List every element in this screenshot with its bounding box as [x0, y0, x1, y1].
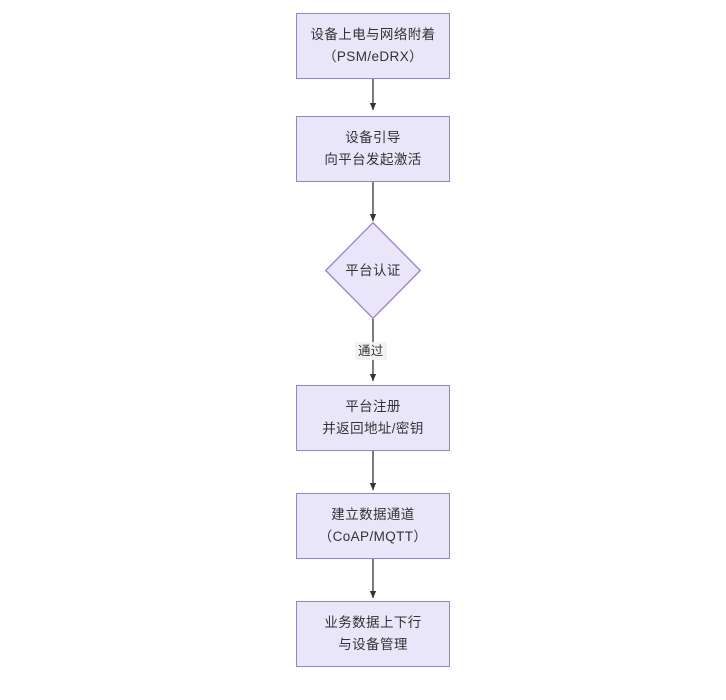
node-platform-registration[interactable]: 平台注册 并返回地址/密钥 — [296, 385, 450, 451]
edge-label-pass: 通过 — [355, 342, 387, 360]
node-label-line1: 设备引导 — [345, 130, 401, 145]
node-business-data-and-device-management[interactable]: 业务数据上下行 与设备管理 — [296, 601, 450, 667]
node-device-power-on[interactable]: 设备上电与网络附着 （PSM/eDRX） — [296, 13, 450, 79]
node-label-line1: 建立数据通道 — [331, 507, 415, 522]
edge-label-text: 通过 — [358, 344, 384, 358]
node-label-line1: 平台认证 — [345, 262, 401, 278]
node-label-line1: 设备上电与网络附着 — [310, 27, 436, 42]
node-device-bootstrap[interactable]: 设备引导 向平台发起激活 — [296, 116, 450, 182]
node-label-line2: 向平台发起激活 — [324, 152, 422, 167]
node-platform-authentication[interactable]: 平台认证 — [325, 222, 421, 319]
node-label-line2: （PSM/eDRX） — [322, 49, 424, 64]
node-label-line1: 业务数据上下行 — [324, 615, 422, 630]
node-label-line2: （CoAP/MQTT） — [318, 529, 428, 544]
node-label-line1: 平台注册 — [345, 399, 401, 414]
node-label-line2: 与设备管理 — [338, 637, 408, 652]
node-establish-data-channel[interactable]: 建立数据通道 （CoAP/MQTT） — [296, 493, 450, 559]
node-label-line2: 并返回地址/密钥 — [322, 421, 424, 436]
diamond-shape-icon — [325, 222, 421, 319]
